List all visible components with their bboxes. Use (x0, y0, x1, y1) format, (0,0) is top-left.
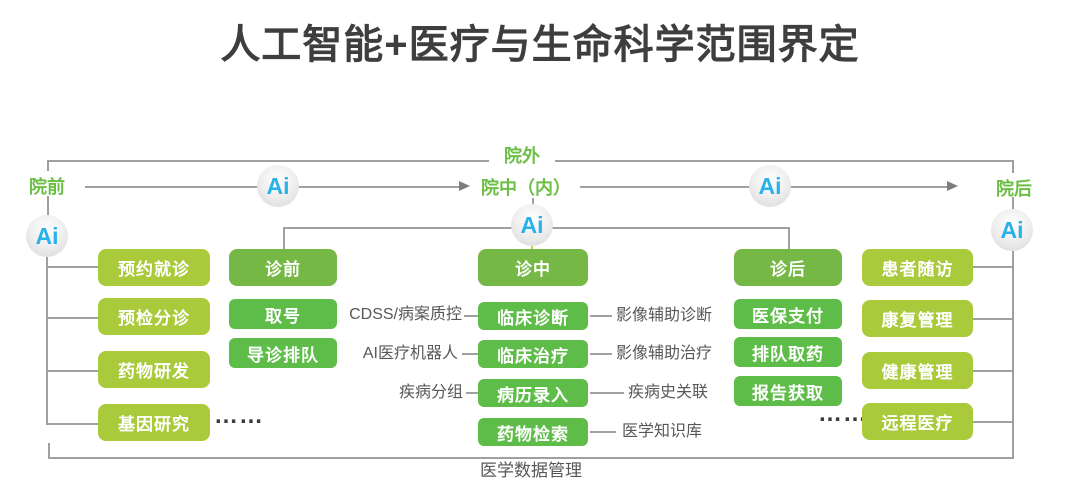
item-box-appointment: 预约就诊 (98, 249, 210, 286)
item-box-insurance-payment: 医保支付 (734, 299, 842, 329)
category-box-pre-clinic: 诊前 (229, 249, 337, 286)
connector-bottom-right-corner (1012, 443, 1014, 458)
item-box-patient-followup: 患者随访 (862, 249, 973, 286)
stage-label-post-hospital: 院后 (996, 179, 1032, 199)
connector-outside-left-corner (47, 160, 49, 171)
item-box-pre-triage: 预检分诊 (98, 298, 210, 335)
annotation-cdss-quality: CDSS/病案质控 (349, 306, 462, 323)
item-box-telemedicine: 远程医疗 (862, 403, 973, 440)
connector-dash (466, 392, 478, 394)
connector-post-to-ai (1012, 197, 1014, 211)
annotation-imaging-assisted-treatment: 影像辅助治疗 (616, 345, 713, 362)
connector-branch (46, 266, 98, 268)
item-box-get-number: 取号 (229, 299, 337, 329)
ai-badge: Ai (511, 204, 553, 246)
connector-bottom-left-corner (48, 443, 50, 458)
ai-badge: Ai (26, 215, 68, 257)
connector-dash (464, 315, 478, 317)
item-box-drug-search: 药物检索 (478, 418, 588, 446)
item-box-health-management: 健康管理 (862, 352, 973, 389)
item-box-clinical-diagnosis: 临床诊断 (478, 302, 588, 330)
item-box-guide-queue: 导诊排队 (229, 338, 337, 368)
annotation-ai-medical-robot: AI医疗机器人 (362, 345, 458, 362)
connector-clinic-bracket-right (788, 227, 790, 250)
ellipsis-text: …… (214, 402, 264, 429)
item-box-queue-medicine: 排队取药 (734, 337, 842, 367)
arrow-right-icon (947, 181, 958, 191)
annotation-disease-history-link: 疾病史关联 (628, 384, 709, 401)
item-box-drug-rd: 药物研发 (98, 351, 210, 388)
annotation-medical-knowledge-base: 医学知识库 (622, 423, 703, 440)
connector-branch (973, 318, 1013, 320)
connector-branch (46, 423, 98, 425)
connector-outside-right-corner (1012, 160, 1014, 173)
connector-branch (973, 266, 1013, 268)
item-box-gene-research: 基因研究 (98, 404, 210, 441)
connector-dash (590, 392, 624, 394)
stage-label-in-hospital: 院中（内） (481, 178, 571, 198)
connector-dash (462, 353, 478, 355)
connector-dash (590, 431, 616, 433)
ai-badge: Ai (749, 165, 791, 207)
connector-bottom (48, 457, 1014, 459)
connector-branch (46, 370, 98, 372)
connector-left-trunk (46, 257, 48, 424)
annotation-disease-grouping: 疾病分组 (398, 384, 463, 401)
item-box-clinical-treatment: 临床治疗 (478, 340, 588, 368)
connector-in-to-ai (532, 198, 534, 207)
connector-clinic-bracket-left (283, 227, 285, 250)
item-box-record-entry: 病历录入 (478, 379, 588, 407)
stage-label-outside-hospital: 院外 (489, 146, 555, 166)
connector-ai-to-in-clinic (531, 245, 533, 250)
connector-branch (973, 421, 1013, 423)
annotation-imaging-assisted-diagnosis: 影像辅助诊断 (616, 307, 713, 324)
connector-branch (973, 370, 1013, 372)
connector-branch (46, 317, 98, 319)
page-title: 人工智能+医疗与生命科学范围界定 (220, 23, 860, 67)
connector-pre-to-ai (47, 196, 49, 217)
category-box-in-clinic: 诊中 (478, 249, 588, 286)
item-box-report-retrieval: 报告获取 (734, 376, 842, 406)
category-box-post-clinic: 诊后 (734, 249, 842, 286)
connector-right-trunk (1012, 251, 1014, 443)
ai-badge: Ai (257, 165, 299, 207)
arrow-right-icon (459, 181, 470, 191)
bottom-label-medical-data-management: 医学数据管理 (480, 461, 582, 480)
connector-dash (590, 315, 612, 317)
stage-label-pre-hospital: 院前 (29, 177, 65, 197)
ai-badge: Ai (991, 209, 1033, 251)
item-box-rehab-management: 康复管理 (862, 300, 973, 337)
connector-dash (590, 353, 612, 355)
